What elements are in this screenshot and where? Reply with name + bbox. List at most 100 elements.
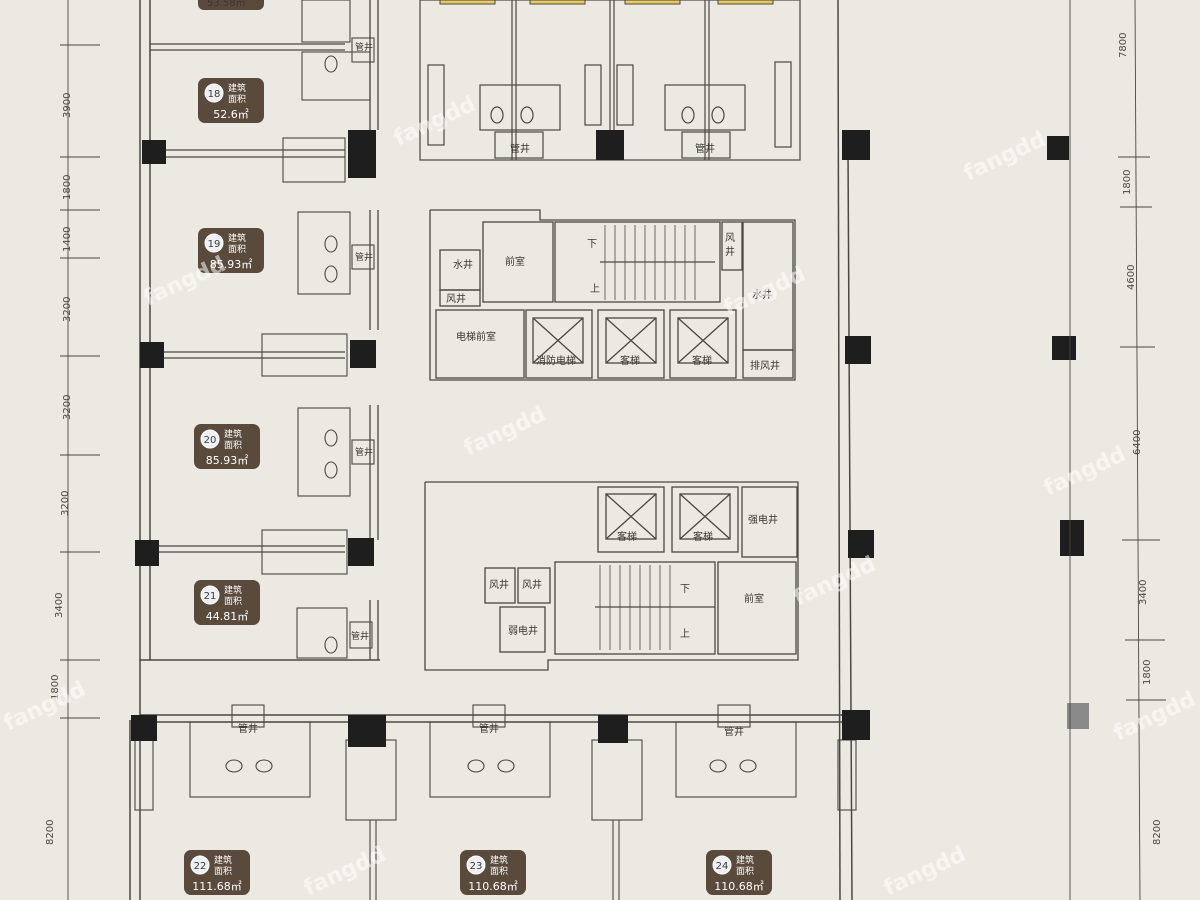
label-stair-up-1: 上 [590, 283, 600, 295]
unit-number-circle [712, 855, 732, 875]
unit-label-mianji: 面积 [736, 865, 754, 877]
label-stair-down-2: 下 [680, 584, 690, 595]
unit-label-jianzhu: 建筑 [214, 854, 232, 866]
unit-number: 23 [470, 861, 483, 872]
dim-left-8200: 8200 [45, 820, 56, 845]
dimension-lines [60, 0, 1166, 900]
watermark: fangdd [0, 677, 90, 737]
shaft-label-top-2: 管井 [695, 142, 715, 155]
label-stair-down-1: 下 [587, 239, 597, 250]
shaft-label-bottom-2: 管井 [479, 722, 499, 735]
dim-left-3400: 3400 [54, 593, 65, 618]
shaft-label-left-1: 管井 [355, 41, 373, 53]
unit-number-circle [200, 429, 220, 449]
shaft-label-left-2: 管井 [355, 251, 373, 263]
dim-left-1800: 1800 [62, 175, 73, 200]
unit-number-circle [204, 233, 224, 253]
shaft-label-bottom-1: 管井 [238, 722, 258, 735]
unit-number: 20 [204, 435, 217, 446]
unit-area: 110.68㎡ [468, 880, 518, 893]
dim-right-7800: 7800 [1118, 33, 1129, 58]
label-wind-shaft-2b: 井 [725, 245, 735, 258]
bottom-bathrooms [134, 704, 857, 900]
watermark: fangdd [1110, 687, 1200, 747]
structural-columns [131, 130, 1089, 747]
unit-number: 21 [204, 591, 217, 602]
unit-label-jianzhu: 建筑 [228, 232, 246, 244]
label-passenger-elevator-1: 客梯 [620, 354, 640, 367]
unit-label-jianzhu: 建筑 [224, 584, 242, 596]
upper-core [429, 209, 796, 381]
unit-number-circle [466, 855, 486, 875]
watermark: fangdd [140, 252, 230, 312]
dim-right-8200: 8200 [1152, 820, 1163, 845]
unit-number: 19 [208, 239, 221, 250]
dim-left-3200-c: 3200 [60, 491, 71, 516]
unit-number: 18 [208, 89, 221, 100]
lower-core [424, 481, 799, 671]
label-anteroom-2: 前室 [744, 592, 764, 605]
label-water-shaft-1: 水井 [453, 258, 473, 271]
label-wind-shaft-1: 风井 [446, 292, 466, 305]
unit-area: 110.68㎡ [714, 880, 764, 893]
dim-left-1400: 1400 [62, 227, 73, 252]
shaft-label-top-1: 管井 [510, 142, 530, 155]
label-wind-shaft-4: 风井 [522, 578, 542, 591]
unit-area: 52.6㎡ [213, 108, 249, 121]
label-weak-power-shaft: 弱电井 [508, 624, 538, 637]
unit-number-circle [190, 855, 210, 875]
unit-label-mianji: 面积 [228, 93, 246, 105]
unit-number: 24 [716, 861, 729, 872]
label-water-shaft-2: 水井 [752, 288, 772, 301]
label-wind-shaft-2a: 风 [725, 232, 735, 244]
label-strong-power-shaft: 强电井 [748, 513, 778, 526]
unit-partitions [150, 0, 379, 660]
unit-area: 85.93㎡ [210, 258, 253, 271]
label-exhaust-shaft: 排风井 [750, 359, 780, 372]
dim-right-6400: 6400 [1132, 430, 1143, 455]
unit-label-mianji: 面积 [224, 439, 242, 451]
watermark: fangdd [390, 92, 480, 152]
watermark: fangdd [460, 402, 550, 462]
watermarks: fangdd fangdd fangdd fangdd fangdd fangd… [0, 92, 1200, 900]
watermark: fangdd [960, 127, 1050, 187]
label-wind-shaft-3: 风井 [489, 578, 509, 591]
watermark: fangdd [1040, 442, 1130, 502]
dim-left-3200-a: 3200 [62, 297, 73, 322]
dim-left-3900: 3900 [62, 93, 73, 118]
unit-area-top-partial: 53.58㎡ [207, 0, 246, 9]
shaft-label-left-3: 管井 [355, 446, 373, 458]
upper-stair-treads [604, 225, 696, 300]
unit-number: 22 [194, 861, 207, 872]
top-badge-strips [439, 0, 774, 5]
unit-label-mianji: 面积 [224, 595, 242, 607]
left-bathrooms [261, 0, 375, 659]
label-fire-elevator: 消防电梯 [536, 354, 576, 367]
watermark: fangdd [880, 842, 970, 900]
watermark: fangdd [720, 262, 810, 322]
lower-stair-treads [599, 565, 671, 650]
unit-area: 111.68㎡ [192, 880, 242, 893]
unit-label-jianzhu: 建筑 [490, 854, 508, 866]
unit-label-jianzhu: 建筑 [224, 428, 242, 440]
watermark: fangdd [790, 552, 880, 612]
label-passenger-elevator-4: 客梯 [693, 530, 713, 543]
unit-label-jianzhu: 建筑 [228, 82, 246, 94]
outer-walls [129, 0, 860, 900]
label-passenger-elevator-3: 客梯 [617, 530, 637, 543]
unit-label-mianji: 面积 [214, 865, 232, 877]
label-passenger-elevator-2: 客梯 [692, 354, 712, 367]
unit-area: 44.81㎡ [206, 610, 249, 623]
dim-left-3200-b: 3200 [62, 395, 73, 420]
dim-right-3400: 3400 [1138, 580, 1149, 605]
unit-number-circle [200, 585, 220, 605]
dim-right-1800: 1800 [1122, 170, 1133, 195]
